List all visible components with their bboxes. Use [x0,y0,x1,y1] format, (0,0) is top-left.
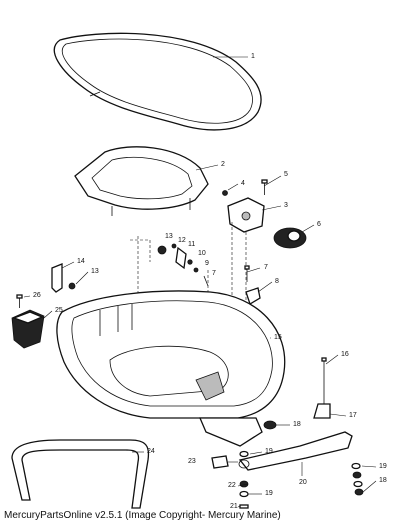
callout-21: 21 [230,503,238,510]
hardware-9-13 [157,243,209,287]
part-24-handle [11,439,150,509]
callout-26: 26 [33,292,41,299]
part-16-screw [321,357,327,404]
part-26-screw [16,294,23,308]
washers-19-18-right [351,462,364,496]
callout-14: 14 [77,258,85,265]
part-1-cowl-seal [53,32,262,131]
callout-7b: 7 [212,270,216,277]
callout-6: 6 [317,221,321,228]
part-20-linkage [238,431,353,471]
callout-20: 20 [299,479,307,486]
callout-23: 23 [188,458,196,465]
callout-18a: 18 [293,421,301,428]
washers-19-22-screw-21 [239,450,249,509]
callout-15: 15 [274,334,282,341]
callout-12: 12 [178,237,186,244]
part-5-screw [261,179,268,195]
part-13-nut [68,282,76,290]
part-15-bottom-cowl [56,290,286,447]
callout-19a: 19 [265,448,273,455]
callout-7a: 7 [264,264,268,271]
part-8-clip [245,287,261,305]
callout-13b: 13 [91,268,99,275]
callout-25: 25 [55,307,63,314]
part-2-adaptor-frame [74,146,209,216]
callout-17: 17 [349,412,357,419]
part-17-bracket [313,403,331,419]
leader-lines [23,56,377,508]
callout-22: 22 [228,482,236,489]
callout-11: 11 [188,241,196,248]
copyright-footer: MercuryPartsOnline v2.5.1 (Image Copyrig… [4,510,281,521]
callout-1: 1 [251,53,255,60]
part-23-block [211,455,229,469]
callout-16: 16 [341,351,349,358]
callout-13a: 13 [165,233,173,240]
callout-2: 2 [221,161,225,168]
callout-4: 4 [241,180,245,187]
callout-8: 8 [275,278,279,285]
part-3-bracket [227,197,265,233]
callout-3: 3 [284,202,288,209]
part-7-screw [244,265,250,282]
callout-19c: 19 [265,490,273,497]
part-18-washer [263,420,277,430]
part-4-washer [222,190,228,196]
callout-10: 10 [198,250,206,257]
part-14-bracket [51,263,63,293]
callout-5: 5 [284,171,288,178]
callout-19b: 19 [379,463,387,470]
callout-24: 24 [147,448,155,455]
part-25-cover [11,309,45,349]
part-6-latch [273,227,307,249]
callout-9: 9 [205,260,209,267]
callout-18b: 18 [379,477,387,484]
